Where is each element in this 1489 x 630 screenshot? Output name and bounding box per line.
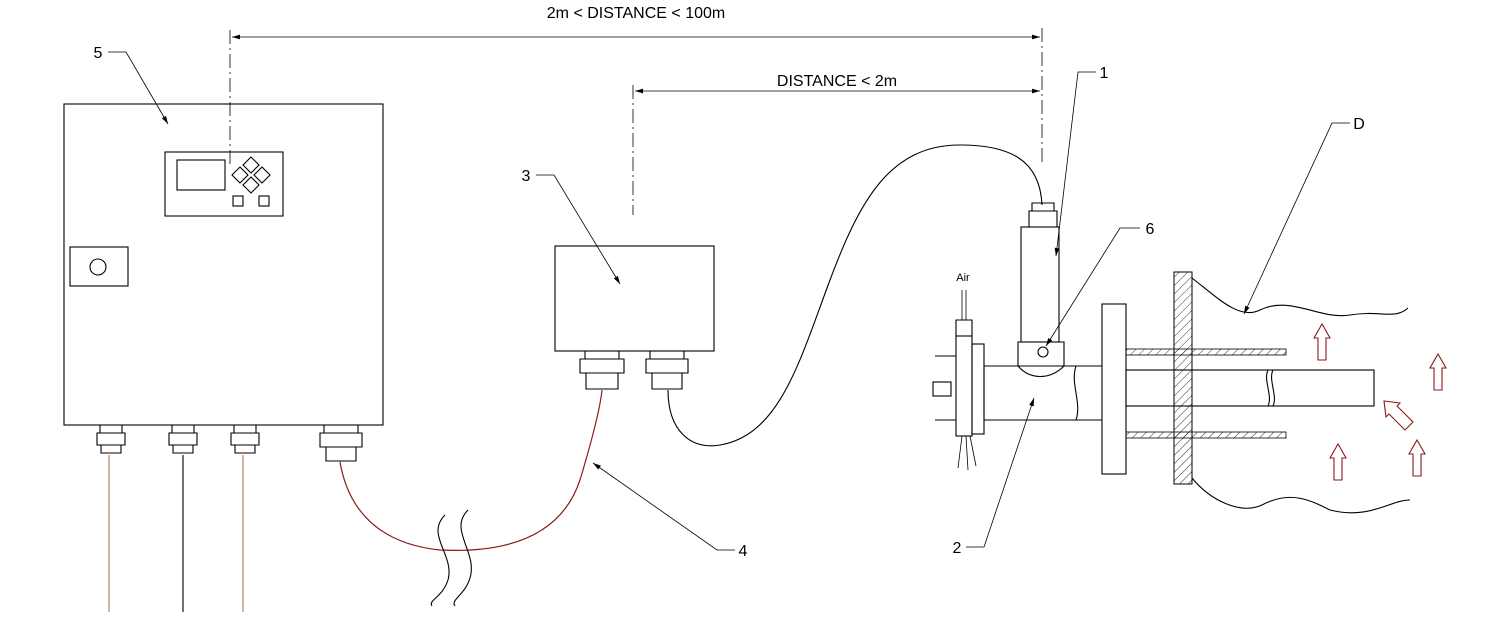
control-panel-display: [164, 151, 284, 217]
sensor-cable: [667, 144, 1043, 447]
svg-text:2: 2: [953, 540, 962, 557]
purge-air-fitting: Air: [932, 272, 985, 471]
dimension-short: DISTANCE < 2m: [632, 73, 1040, 215]
flow-arrows: [1313, 322, 1447, 481]
connection-cable: [339, 389, 603, 551]
duct-outline: [1191, 277, 1411, 514]
svg-text:6: 6: [1146, 221, 1155, 238]
dimension-long: 2m < DISTANCE < 100m: [229, 5, 1043, 165]
callout-2: 2: [953, 397, 1035, 557]
callout-5: 5: [94, 45, 169, 125]
air-label: Air: [956, 272, 970, 284]
callout-1: 1: [1054, 65, 1109, 257]
callout-4: 4: [592, 462, 748, 560]
lcd-screen: [176, 159, 226, 191]
main-switch: [69, 246, 129, 287]
cable-break-symbol: [430, 509, 472, 607]
svg-text:1: 1: [1100, 65, 1109, 82]
callout-D: D: [1243, 116, 1365, 315]
sensor-head: [1017, 202, 1065, 378]
svg-text:4: 4: [739, 543, 748, 560]
svg-text:5: 5: [94, 45, 103, 62]
svg-text:3: 3: [522, 168, 531, 185]
control-cabinet: [63, 103, 384, 612]
mounting-flange-wall: [1125, 271, 1287, 485]
dimension-long-label: 2m < DISTANCE < 100m: [547, 5, 725, 22]
callout-6: 6: [1045, 221, 1155, 347]
junction-box: [554, 245, 715, 390]
keypad-icon: [231, 156, 271, 207]
svg-text:D: D: [1353, 116, 1365, 133]
dimension-short-label: DISTANCE < 2m: [777, 73, 897, 90]
callout-3: 3: [522, 168, 621, 285]
cabinet-glands: [96, 424, 363, 462]
probe-tube: [983, 303, 1375, 475]
